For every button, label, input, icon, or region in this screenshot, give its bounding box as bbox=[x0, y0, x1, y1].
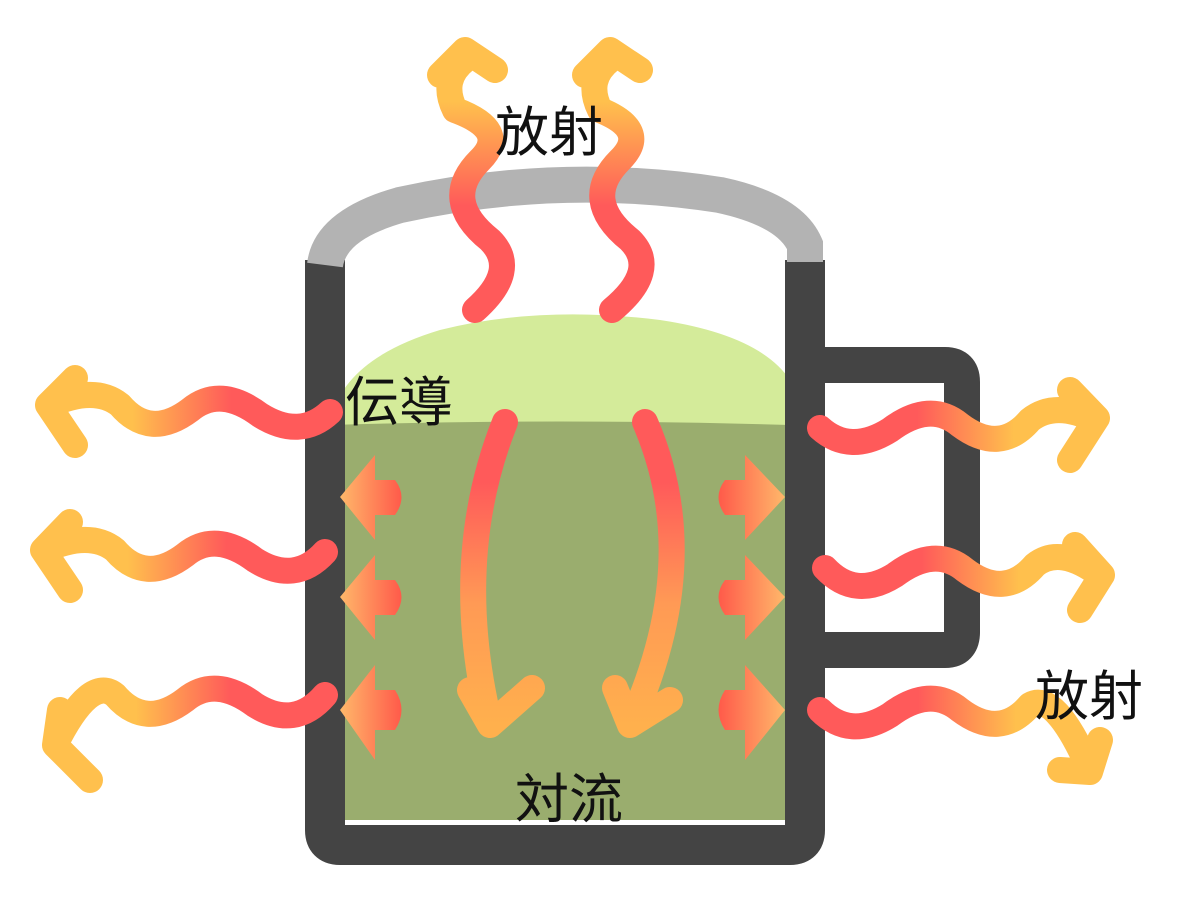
convection-arrows bbox=[457, 409, 685, 738]
conduction-arrow bbox=[340, 555, 402, 640]
radiation-arrow bbox=[807, 377, 1110, 473]
radiation-arrow bbox=[35, 365, 343, 458]
conduction-arrow bbox=[718, 455, 785, 540]
liquid bbox=[330, 314, 790, 820]
radiation-arrow bbox=[30, 509, 338, 603]
mug-lid bbox=[307, 166, 823, 269]
radiation-arrow bbox=[807, 685, 1113, 785]
radiation-arrows-right bbox=[807, 377, 1115, 785]
conduction-arrow bbox=[340, 455, 402, 540]
mug-handle bbox=[805, 347, 980, 668]
liquid-body bbox=[330, 420, 790, 820]
mug bbox=[305, 166, 980, 865]
radiation-label-top: 放射 bbox=[495, 101, 603, 164]
radiation-label-right: 放射 bbox=[1035, 665, 1143, 728]
conduction-arrow bbox=[718, 665, 785, 760]
convection-arrow bbox=[457, 409, 545, 738]
conduction-arrow bbox=[718, 555, 785, 640]
convection-label: 対流 bbox=[515, 768, 623, 831]
mug-body bbox=[305, 260, 825, 865]
conduction-arrow bbox=[340, 665, 402, 760]
radiation-arrows-top bbox=[427, 37, 655, 323]
radiation-arrows-left bbox=[30, 365, 343, 793]
radiation-arrow bbox=[42, 675, 338, 793]
foam bbox=[330, 314, 790, 425]
radiation-arrow bbox=[572, 37, 655, 323]
conduction-arrows bbox=[340, 455, 785, 760]
convection-arrow bbox=[602, 409, 685, 738]
radiation-arrow bbox=[812, 532, 1115, 623]
conduction-label: 伝導 bbox=[345, 371, 453, 434]
radiation-arrow bbox=[427, 37, 515, 323]
